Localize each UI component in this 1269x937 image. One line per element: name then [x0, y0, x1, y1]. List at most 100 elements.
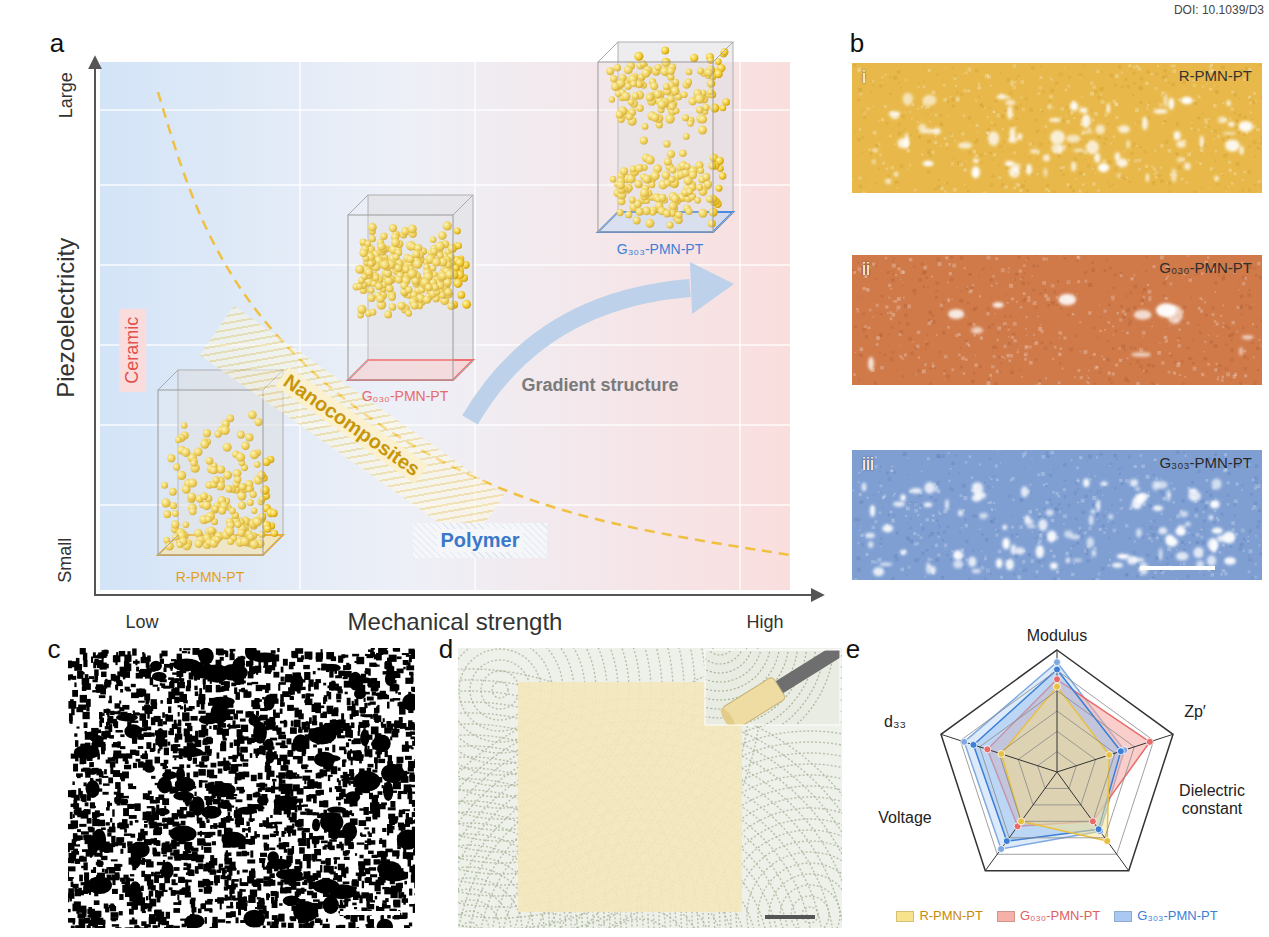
texture-speck: [1124, 78, 1127, 81]
texture-speck: [1174, 192, 1177, 193]
texture-speck: [892, 260, 893, 261]
texture-speck: [1176, 122, 1179, 125]
texture-speck: [1212, 313, 1215, 316]
particle-cluster: [1098, 163, 1109, 172]
texture-speck: [1127, 357, 1129, 359]
texture-speck: [1160, 179, 1164, 183]
texture-speck: [929, 121, 931, 123]
texture-speck: [1024, 354, 1026, 356]
texture-speck: [1114, 84, 1117, 87]
particle-cluster: [1086, 140, 1099, 154]
texture-speck: [1079, 171, 1083, 175]
texture-speck: [1169, 190, 1171, 192]
texture-speck: [1219, 364, 1222, 367]
texture-speck: [992, 346, 995, 349]
texture-speck: [1193, 191, 1197, 193]
texture-speck: [1168, 371, 1171, 374]
texture-speck: [1090, 109, 1092, 111]
texture-speck: [1171, 82, 1175, 86]
texture-speck: [1040, 324, 1041, 325]
texture-speck: [1142, 331, 1146, 335]
texture-speck: [891, 278, 895, 282]
texture-speck: [887, 175, 891, 179]
texture-speck: [908, 337, 912, 341]
texture-speck: [1162, 76, 1165, 79]
texture-speck: [903, 130, 905, 132]
texture-speck: [1087, 164, 1090, 167]
texture-speck: [1243, 171, 1245, 173]
texture-speck: [1040, 66, 1042, 68]
texture-speck: [925, 277, 927, 279]
texture-speck: [1104, 137, 1107, 140]
texture-speck: [901, 115, 905, 119]
texture-speck: [1038, 316, 1040, 318]
particle-cluster: [1116, 158, 1128, 167]
texture-speck: [992, 110, 995, 113]
texture-speck: [1243, 193, 1245, 194]
texture-speck: [865, 336, 868, 339]
texture-speck: [1023, 292, 1026, 295]
texture-speck: [1235, 162, 1239, 166]
texture-speck: [1188, 357, 1191, 360]
texture-speck: [1138, 168, 1141, 171]
texture-speck: [1090, 92, 1094, 96]
texture-speck: [1065, 89, 1068, 92]
texture-speck: [1113, 334, 1114, 335]
particle-cluster: [903, 93, 913, 106]
texture-speck: [1130, 347, 1132, 349]
texture-speck: [1039, 292, 1042, 295]
texture-speck: [935, 136, 937, 138]
texture-speck: [1196, 161, 1198, 163]
texture-speck: [1016, 118, 1018, 120]
texture-speck: [875, 264, 877, 266]
texture-speck: [1025, 97, 1028, 100]
texture-speck: [931, 108, 934, 111]
texture-speck: [984, 153, 986, 155]
filler-particle: [457, 291, 465, 299]
particle-cluster: [1008, 137, 1017, 143]
texture-speck: [1011, 297, 1014, 300]
texture-speck: [897, 187, 899, 189]
texture-speck: [1227, 193, 1229, 194]
texture-speck: [1154, 108, 1155, 109]
texture-speck: [944, 355, 948, 359]
texture-speck: [1073, 158, 1077, 162]
texture-speck: [982, 78, 983, 79]
filler-particle: [453, 279, 462, 288]
texture-speck: [939, 114, 942, 117]
texture-speck: [923, 81, 924, 82]
texture-speck: [1117, 126, 1119, 128]
texture-speck: [1164, 117, 1165, 118]
cube-edge: [158, 535, 178, 555]
texture-speck: [1148, 290, 1152, 294]
texture-speck: [1243, 355, 1247, 359]
texture-speck: [989, 374, 992, 377]
texture-speck: [987, 116, 989, 118]
texture-speck: [1170, 65, 1173, 68]
texture-speck: [1039, 143, 1042, 146]
filler-particle: [721, 48, 729, 56]
texture-speck: [1108, 160, 1112, 164]
texture-speck: [1222, 376, 1224, 378]
texture-speck: [1238, 131, 1241, 134]
texture-speck: [1027, 282, 1030, 285]
texture-speck: [996, 114, 1000, 118]
texture-speck: [909, 134, 912, 137]
texture-speck: [1210, 341, 1213, 344]
texture-speck: [880, 366, 883, 369]
texture-speck: [979, 365, 982, 368]
texture-speck: [1097, 136, 1100, 139]
texture-speck: [1132, 146, 1134, 148]
texture-speck: [956, 359, 957, 360]
texture-speck: [908, 168, 909, 169]
texture-speck: [1210, 63, 1213, 66]
texture-speck: [1136, 382, 1139, 385]
texture-speck: [900, 87, 902, 89]
filler-particle: [455, 242, 462, 249]
texture-speck: [1168, 149, 1172, 153]
texture-speck: [1029, 108, 1033, 112]
texture-speck: [1029, 361, 1033, 365]
texture-speck: [1098, 338, 1099, 339]
texture-speck: [862, 328, 866, 332]
texture-speck: [873, 84, 875, 86]
